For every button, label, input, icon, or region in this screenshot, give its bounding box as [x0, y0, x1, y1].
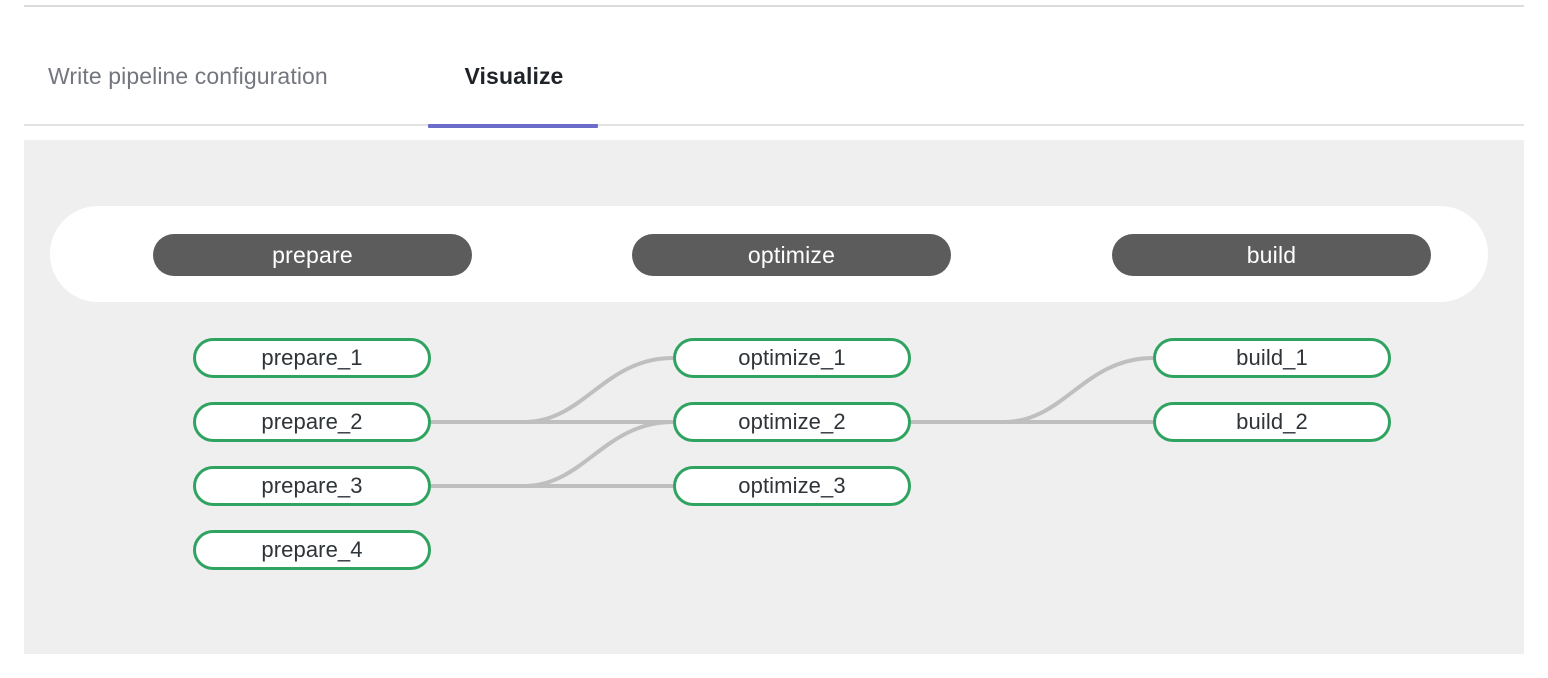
job-node-optimize_1[interactable]: optimize_1 [673, 338, 911, 378]
job-node-label: build_2 [1236, 409, 1308, 434]
tab-bar: Write pipeline configuration Visualize [24, 40, 1524, 128]
pipeline-graph-canvas[interactable]: prepare optimize build prepare_1 prepare_… [24, 140, 1524, 654]
tab-write-pipeline-configuration-label: Write pipeline configuration [48, 63, 328, 89]
tab-visualize-label: Visualize [464, 63, 564, 89]
job-node-label: optimize_2 [738, 409, 846, 434]
job-node-build_2[interactable]: build_2 [1153, 402, 1391, 442]
stage-header-build-label: build [1246, 241, 1297, 268]
tab-write-pipeline-configuration[interactable]: Write pipeline configuration [48, 40, 328, 126]
top-divider [24, 5, 1524, 7]
stage-header-prepare-label: prepare [272, 241, 353, 268]
stage-header-optimize[interactable]: optimize [632, 234, 951, 276]
pipeline-edge [431, 356, 674, 424]
job-node-label: prepare_3 [261, 473, 363, 498]
job-node-build_1[interactable]: build_1 [1153, 338, 1391, 378]
tab-active-underline [428, 124, 598, 128]
job-node-optimize_2[interactable]: optimize_2 [673, 402, 911, 442]
job-node-prepare_2[interactable]: prepare_2 [193, 402, 431, 442]
stage-header-optimize-label: optimize [747, 241, 836, 268]
stage-header-build[interactable]: build [1112, 234, 1431, 276]
job-node-label: optimize_3 [738, 473, 846, 498]
job-node-prepare_4[interactable]: prepare_4 [193, 530, 431, 570]
pipeline-edge [431, 420, 674, 488]
job-node-label: prepare_1 [261, 345, 363, 370]
job-node-label: build_1 [1236, 345, 1308, 370]
pipeline-edge [911, 356, 1154, 424]
job-node-label: optimize_1 [738, 345, 846, 370]
job-node-prepare_3[interactable]: prepare_3 [193, 466, 431, 506]
job-node-prepare_1[interactable]: prepare_1 [193, 338, 431, 378]
stage-header-prepare[interactable]: prepare [153, 234, 472, 276]
job-node-label: prepare_4 [261, 537, 363, 562]
job-node-label: prepare_2 [261, 409, 363, 434]
tab-visualize[interactable]: Visualize [428, 40, 598, 128]
job-node-optimize_3[interactable]: optimize_3 [673, 466, 911, 506]
